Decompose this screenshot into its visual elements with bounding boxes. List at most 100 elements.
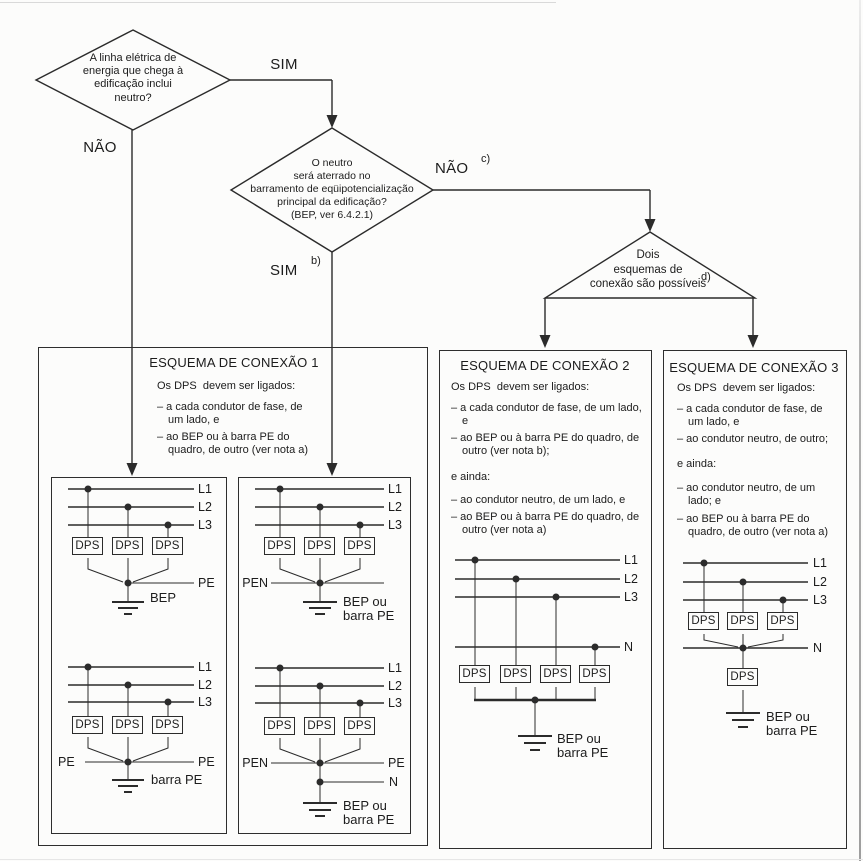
conductor-label-l2: L2: [388, 679, 402, 693]
dps-label: DPS: [75, 719, 100, 731]
dps-box: DPS: [152, 716, 183, 734]
junction-dots: [276, 485, 364, 587]
conductor-label-l3: L3: [624, 590, 638, 604]
scheme3-bullet-4: – ao BEP ou à barra PE do quadro, de out…: [677, 512, 829, 539]
connector-branch: [544, 298, 754, 336]
connector-nao-2: [433, 189, 651, 220]
ground-label-bep-ou-barra-pe: BEP ou barra PE: [343, 798, 395, 827]
connector-sim-1: [230, 79, 333, 116]
conductor-label-pen: PEN: [242, 756, 268, 770]
dps-label: DPS: [462, 668, 487, 680]
earth-ground-icon: [303, 802, 337, 817]
junction-dots: [84, 485, 172, 587]
decision2-text: O neutro será aterrado no barramento de …: [250, 157, 414, 221]
decision1-yes-label: SIM: [270, 56, 298, 73]
scheme1-box: [38, 347, 428, 846]
decision2-yes-note: b): [311, 255, 321, 267]
conductor-label-l1: L1: [388, 482, 402, 496]
conductor-label-pen: PEN: [242, 576, 268, 590]
dps-box: DPS: [540, 665, 571, 683]
scheme2-intro: Os DPS devem ser ligados:: [451, 381, 590, 393]
ground-label-barra-pe: barra PE: [151, 772, 203, 787]
scheme3-more: e ainda:: [677, 458, 717, 470]
dps-box: DPS: [112, 537, 143, 555]
dps-label: DPS: [582, 668, 607, 680]
dps-box: DPS: [72, 716, 103, 734]
junction-dots: [700, 559, 787, 652]
dps-label: DPS: [115, 540, 140, 552]
dps-box: DPS: [304, 537, 335, 555]
circuit-l1l2l3-n-dps-chain: [683, 559, 808, 728]
scheme3-bullet-1: – a cada condutor de fase, de um lado, e: [677, 402, 823, 429]
decision2-yes-label: SIM: [270, 262, 298, 279]
conductor-label-l3: L3: [198, 518, 212, 532]
dps-label: DPS: [347, 540, 372, 552]
ground-label-bep-ou-barra-pe: BEP ou barra PE: [766, 709, 818, 738]
scheme2-box: [439, 350, 652, 849]
scheme1-inner-box-left: [51, 477, 227, 834]
arrowhead-icons: [126, 115, 759, 476]
ground-label-bep-ou-barra-pe: BEP ou barra PE: [343, 594, 395, 623]
conductor-label-pe-left: PE: [58, 755, 75, 769]
dps-label: DPS: [155, 719, 180, 731]
conductor-label-l1: L1: [388, 661, 402, 675]
scheme2-more: e ainda:: [451, 470, 491, 483]
dps-box: DPS: [688, 612, 719, 630]
dps-box: DPS: [304, 717, 335, 735]
dps-box: DPS: [727, 668, 758, 686]
conductor-label-n: N: [813, 641, 823, 655]
conductor-label-pe: PE: [198, 576, 215, 590]
conductor-label-l2: L2: [198, 678, 212, 692]
ground-label-bep-ou-barra-pe: BEP ou barra PE: [557, 731, 609, 760]
dps-label: DPS: [730, 615, 755, 627]
conductor-label-n: N: [389, 775, 399, 789]
dps-label: DPS: [770, 615, 795, 627]
scheme1-description: Os DPS devem ser ligados: – a cada condu…: [157, 380, 335, 461]
scheme1-bullet-1: – a cada condutor de fase, de um lado, e: [157, 400, 303, 427]
scheme3-title: ESQUEMA DE CONEXÃO 3: [669, 360, 839, 375]
scheme2-description: Os DPS devem ser ligados: – a cada condu…: [451, 381, 651, 541]
conductor-label-l1: L1: [198, 482, 212, 496]
dps-box: DPS: [459, 665, 490, 683]
branch-triangle: [542, 231, 758, 299]
decision2-no-note: c): [481, 153, 491, 165]
conductor-label-pe-right: PE: [198, 755, 215, 769]
conductor-label-l3: L3: [388, 696, 402, 710]
dps-box: DPS: [500, 665, 531, 683]
conductor-label-l1: L1: [813, 556, 827, 570]
dps-label: DPS: [730, 671, 755, 683]
dps-label: DPS: [75, 540, 100, 552]
dps-box: DPS: [767, 612, 798, 630]
dps-box: DPS: [344, 537, 375, 555]
scheme2-bullet-4: – ao BEP ou à barra PE do quadro, de out…: [451, 510, 640, 537]
scheme1-bullet-2: – ao BEP ou à barra PE do quadro, de out…: [157, 430, 309, 457]
earth-ground-icon: [518, 735, 552, 751]
dps-label: DPS: [155, 540, 180, 552]
dps-box: DPS: [264, 717, 295, 735]
dps-label: DPS: [307, 720, 332, 732]
dps-label: DPS: [503, 668, 528, 680]
scheme1-title: ESQUEMA DE CONEXÃO 1: [149, 355, 319, 370]
scheme2-bullet-2: – ao BEP ou à barra PE do quadro, de out…: [451, 431, 640, 458]
decision2-no-label: NÃO: [435, 160, 469, 177]
conductor-label-l1: L1: [624, 553, 638, 567]
dps-label: DPS: [267, 540, 292, 552]
earth-ground-icon: [726, 712, 760, 728]
dps-label: DPS: [267, 720, 292, 732]
scheme3-description: Os DPS devem ser ligados: – a cada condu…: [677, 382, 845, 543]
dps-box: DPS: [72, 537, 103, 555]
branch-note: d): [701, 271, 711, 283]
dps-box: DPS: [152, 537, 183, 555]
ground-label-bep: BEP: [150, 590, 177, 605]
circuit-l1l2l3-pen-pe-n: [255, 664, 384, 817]
circuit-l1l2l3-pe-barrape: [68, 663, 194, 793]
junction-dots: [84, 663, 172, 766]
scheme3-box: [663, 350, 847, 849]
scheme2-bullet-1: – a cada condutor de fase, de um lado, e: [451, 401, 642, 428]
junction-dots: [471, 556, 599, 704]
conductor-label-n: N: [624, 640, 634, 654]
decision1-diamond: [34, 29, 232, 131]
earth-ground-icon: [112, 601, 144, 615]
circuit-l1l2l3-n-4dps: [455, 556, 620, 751]
